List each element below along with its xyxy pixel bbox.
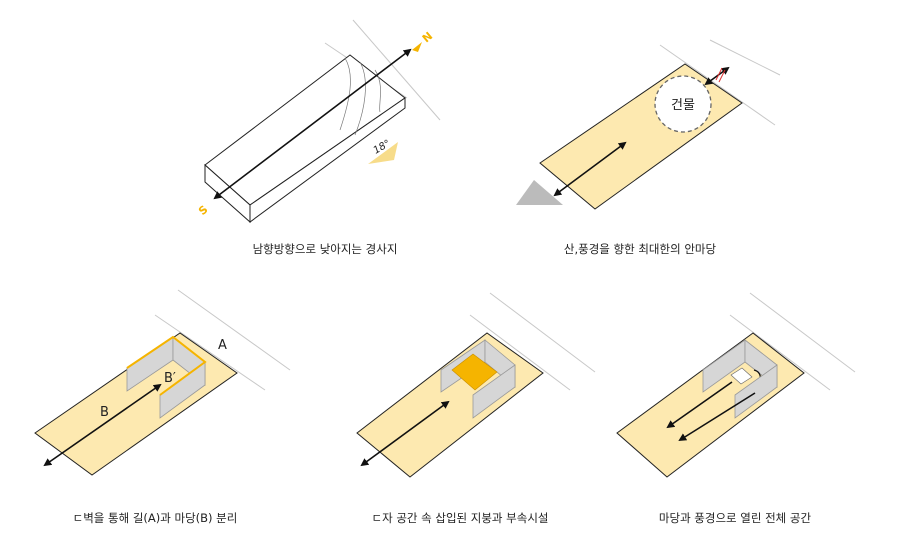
road-line	[154, 314, 266, 391]
north-marker-icon	[412, 42, 422, 52]
panel-slope: N S 18° 남향방향으로 낮아지는 경사지	[196, 19, 441, 256]
caption: 마당과 풍경으로 열린 전체 공간	[659, 511, 812, 525]
road-line	[469, 314, 571, 391]
site-area	[356, 332, 544, 478]
site-area	[539, 63, 743, 210]
caption: ㄷ벽을 통해 길(A)과 마당(B) 분리	[73, 511, 238, 525]
wall-right	[734, 364, 778, 419]
panel-open-space: 마당과 풍경으로 열린 전체 공간	[616, 292, 856, 525]
road-line	[709, 39, 781, 76]
site-area	[616, 332, 805, 478]
view-arrow	[553, 141, 627, 197]
road-line	[749, 292, 856, 373]
mountain-icon	[516, 180, 563, 205]
south-label: S	[196, 203, 210, 218]
caption: ㄷ자 공간 속 삽입된 지붕과 부속시설	[372, 511, 549, 525]
road-line	[489, 292, 596, 373]
break-mark-icon	[715, 67, 726, 83]
slope-angle-icon	[368, 142, 398, 164]
wall-top-highlight	[126, 335, 207, 396]
building-label: 건물	[671, 98, 695, 113]
road-line	[177, 289, 291, 371]
yard-arrow	[43, 383, 162, 467]
road-line	[729, 314, 831, 391]
north-south-arrow	[213, 48, 412, 200]
open-arrow	[678, 392, 756, 442]
panel-wall-separation: A B B′ ㄷ벽을 통해 길(A)과 마당(B) 분리	[34, 289, 291, 525]
caption: 남향방향으로 낮아지는 경사지	[253, 242, 398, 256]
yard-arrow	[360, 400, 450, 467]
wall-right	[472, 364, 516, 419]
panel-courtyard: 건물 산,풍경을 향한 최대한의 안마당	[516, 39, 781, 256]
building-zone	[654, 75, 712, 133]
label-b: B	[100, 405, 109, 420]
label-a: A	[218, 338, 227, 353]
open-arrow	[666, 381, 733, 429]
site-area	[34, 332, 238, 476]
label-b-prime: B′	[164, 371, 176, 386]
north-label: N	[420, 29, 435, 45]
inserted-roof	[451, 353, 498, 391]
panel-inserted-roof: ㄷ자 공간 속 삽입된 지붕과 부속시설	[356, 292, 596, 525]
annex-box	[730, 367, 753, 385]
caption: 산,풍경을 향한 최대한의 안마당	[564, 242, 717, 256]
